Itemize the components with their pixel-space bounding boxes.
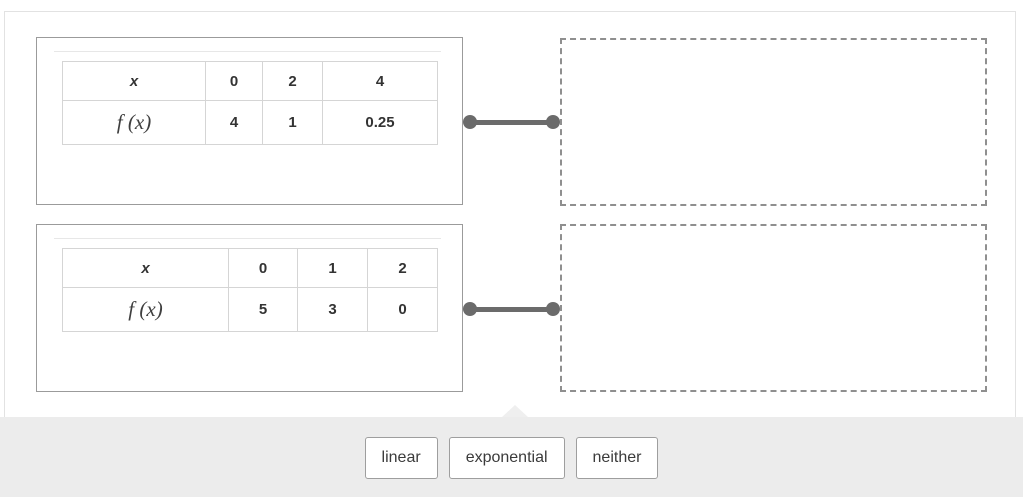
choice-chip-exponential[interactable]: exponential [448,437,565,479]
table-x-value: 2 [262,61,323,101]
table-fx-value: 3 [297,287,368,332]
table-fx-value: 1 [262,100,323,145]
table-header-x: x [62,248,229,288]
table-row: f (x) 5 3 0 [62,287,438,332]
function-table-1: x 0 2 4 f (x) 4 1 0.25 [62,61,438,145]
table-x-value: 4 [322,61,438,101]
question-panel: x 0 2 4 f (x) 4 1 0.25 [4,11,1016,417]
table-row-label-fx: f (x) [62,287,229,332]
table-row: x 0 2 4 [62,61,438,101]
connector-line [469,306,554,312]
choice-chip-linear[interactable]: linear [364,437,438,479]
table-row: x 0 1 2 [62,248,438,288]
tray-notch-icon [502,405,528,417]
table-x-value: 0 [205,61,263,101]
match-item-card-1[interactable]: x 0 2 4 f (x) 4 1 0.25 [36,37,463,205]
table-row-label-fx: f (x) [62,100,206,145]
card-divider [54,51,441,52]
match-connector-1 [463,115,560,129]
table-fx-value: 4 [205,100,263,145]
connector-dot-right [546,115,560,129]
table-fx-value: 0.25 [322,100,438,145]
connector-dot-right [546,302,560,316]
table-header-x: x [62,61,206,101]
table-row: f (x) 4 1 0.25 [62,100,438,145]
choice-chips: linear exponential neither [0,437,1023,479]
match-item-card-2[interactable]: x 0 1 2 f (x) 5 3 0 [36,224,463,392]
card-divider [54,238,441,239]
match-connector-2 [463,302,560,316]
table-x-value: 1 [297,248,368,288]
function-table-2: x 0 1 2 f (x) 5 3 0 [62,248,438,332]
table-fx-value: 0 [367,287,438,332]
answer-tray: linear exponential neither [0,405,1023,497]
table-x-value: 0 [228,248,298,288]
choice-chip-neither[interactable]: neither [575,437,659,479]
table-x-value: 2 [367,248,438,288]
table-fx-value: 5 [228,287,298,332]
drop-zone-1[interactable] [560,38,987,206]
connector-line [469,119,554,125]
drop-zone-2[interactable] [560,224,987,392]
